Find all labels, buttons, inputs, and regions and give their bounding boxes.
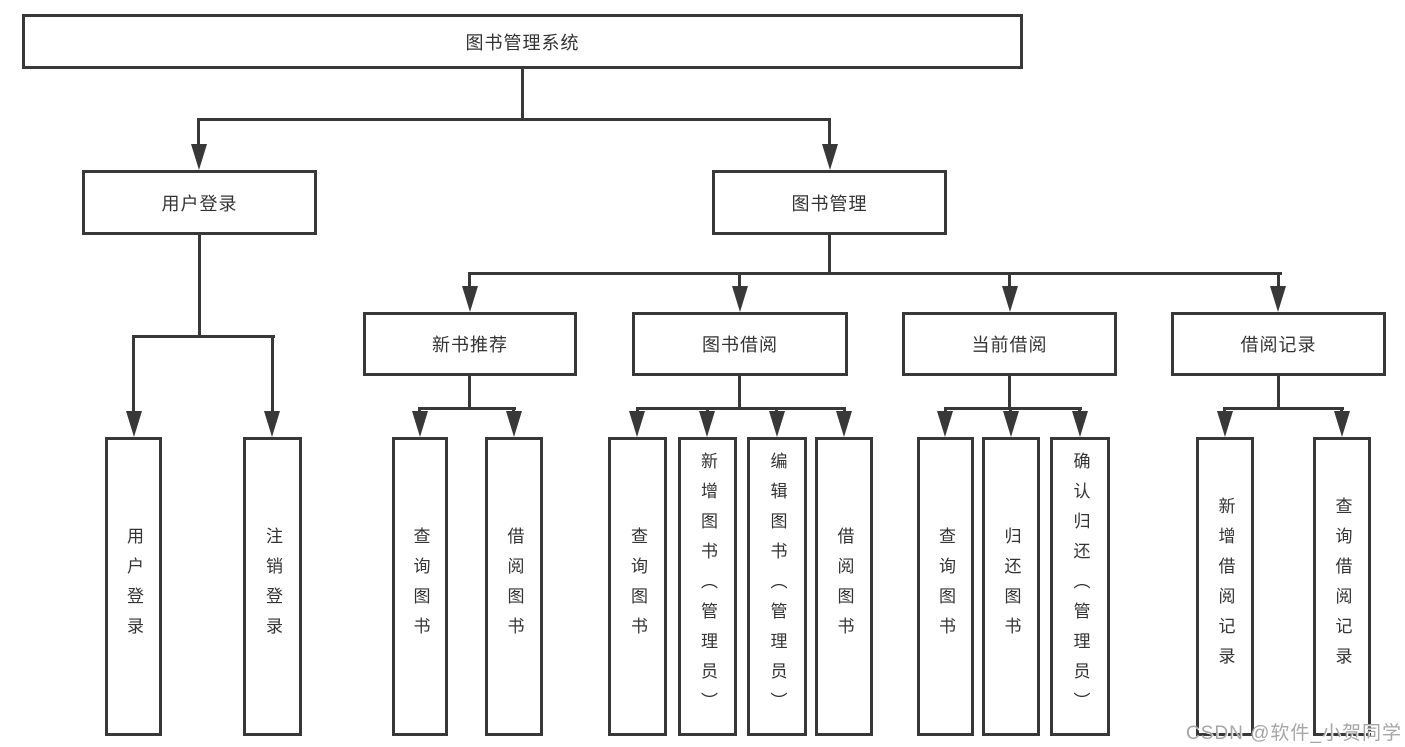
- arrowhead-user-login: [191, 144, 207, 170]
- connector-new-rec-group-horizontal: [418, 407, 516, 410]
- arrowhead-book-borrow: [732, 286, 748, 312]
- arrowhead-book-mgmt: [822, 144, 838, 170]
- node-new-book-recommend-label: 新书推荐: [432, 335, 508, 355]
- leaf-add-book-admin-label: 新增图书（管理员）: [698, 451, 717, 722]
- connector-leaf-query-record-stem: [1340, 407, 1343, 414]
- connector-leaf-query1-stem: [418, 407, 421, 414]
- arrowhead-leaf-return: [1003, 411, 1019, 437]
- leaf-user-login-label: 用户登录: [124, 526, 143, 647]
- arrowhead-leaf-query-record: [1334, 411, 1350, 437]
- connector-leaf-edit-book-stem: [775, 407, 778, 414]
- node-user-login-label: 用户登录: [161, 193, 238, 214]
- leaf-logout-label: 注销登录: [263, 526, 282, 647]
- leaf-return-book: 归还图书: [982, 437, 1040, 736]
- connector-level2-horizontal: [197, 118, 831, 121]
- connector-borrow-records-stem: [1277, 272, 1280, 288]
- watermark: CSDN @软件_小贺同学: [1186, 723, 1402, 744]
- node-book-borrow: 图书借阅: [632, 312, 848, 376]
- node-borrow-records: 借阅记录: [1171, 312, 1386, 376]
- node-new-book-recommend: 新书推荐: [363, 312, 577, 376]
- connector-user-login-group-horizontal: [132, 335, 275, 338]
- connector-current-borrow-stub: [1008, 376, 1011, 409]
- connector-leaf-borrow1-stem: [512, 407, 515, 414]
- leaf-query-books-3: 查询图书: [917, 437, 974, 736]
- leaf-borrow-books-2: 借阅图书: [815, 437, 873, 736]
- connector-book-borrow-stem: [738, 272, 741, 288]
- leaf-query-borrow-record-label: 查询借阅记录: [1332, 496, 1352, 677]
- arrowhead-leaf-add-book: [699, 411, 715, 437]
- leaf-add-book-admin: 新增图书（管理员）: [678, 437, 737, 736]
- connector-book-borrow-group-horizontal: [636, 407, 846, 410]
- connector-leaf-user-login-stem: [132, 335, 135, 413]
- leaf-user-login: 用户登录: [105, 437, 162, 736]
- arrowhead-leaf-user-login: [126, 411, 142, 437]
- leaf-query-books-1: 查询图书: [392, 437, 448, 736]
- connector-borrow-records-group-horizontal: [1223, 407, 1344, 410]
- node-book-management: 图书管理: [712, 170, 947, 235]
- arrowhead-leaf-query2: [629, 411, 645, 437]
- connector-current-borrow-group-horizontal: [944, 407, 1082, 410]
- connector-user-login-stem: [197, 118, 200, 146]
- leaf-query-books-2: 查询图书: [608, 437, 667, 736]
- connector-current-borrow-stem: [1008, 272, 1011, 288]
- arrowhead-leaf-confirm: [1072, 411, 1088, 437]
- connector-level3-horizontal: [468, 272, 1282, 275]
- arrowhead-leaf-borrow2: [836, 411, 852, 437]
- leaf-borrow-books-1: 借阅图书: [485, 437, 543, 736]
- connector-new-rec-stub: [468, 376, 471, 409]
- connector-book-borrow-stub: [738, 376, 741, 409]
- arrowhead-leaf-borrow1: [506, 411, 522, 437]
- leaf-edit-book-admin-label: 编辑图书（管理员）: [767, 451, 787, 722]
- connector-user-login-stub: [198, 235, 201, 337]
- connector-leaf-confirm-stem: [1078, 407, 1081, 414]
- leaf-confirm-return-admin-label: 确认归还（管理员）: [1070, 451, 1090, 722]
- leaf-logout: 注销登录: [243, 437, 302, 736]
- node-book-management-label: 图书管理: [791, 193, 868, 214]
- connector-leaf-query3-stem: [944, 407, 947, 414]
- connector-new-rec-stem: [468, 272, 471, 288]
- node-borrow-records-label: 借阅记录: [1240, 335, 1317, 355]
- leaf-confirm-return-admin: 确认归还（管理员）: [1050, 437, 1110, 736]
- arrowhead-leaf-add-record: [1217, 411, 1233, 437]
- arrowhead-borrow-records: [1270, 286, 1286, 312]
- node-current-borrow: 当前借阅: [902, 312, 1117, 376]
- arrowhead-leaf-logout: [264, 411, 280, 437]
- arrowhead-leaf-query3: [937, 411, 953, 437]
- leaf-query-books-2-label: 查询图书: [628, 526, 647, 647]
- node-current-borrow-label: 当前借阅: [971, 335, 1048, 355]
- connector-book-mgmt-stub: [828, 235, 831, 275]
- node-library-system: 图书管理系统: [22, 14, 1023, 69]
- connector-borrow-records-stub: [1277, 376, 1280, 409]
- node-book-borrow-label: 图书借阅: [702, 335, 778, 355]
- arrowhead-leaf-edit-book: [769, 411, 785, 437]
- connector-book-mgmt-stem: [828, 118, 831, 146]
- connector-root-stub: [521, 69, 524, 121]
- leaf-borrow-books-1-label: 借阅图书: [504, 526, 524, 647]
- leaf-edit-book-admin: 编辑图书（管理员）: [747, 437, 807, 736]
- connector-leaf-add-book-stem: [706, 407, 709, 414]
- connector-leaf-logout-stem: [271, 335, 274, 413]
- connector-leaf-return-stem: [1009, 407, 1012, 414]
- leaf-return-book-label: 归还图书: [1001, 526, 1021, 647]
- leaf-query-books-3-label: 查询图书: [936, 526, 955, 647]
- arrowhead-new-rec: [462, 286, 478, 312]
- leaf-borrow-books-2-label: 借阅图书: [834, 526, 854, 647]
- connector-leaf-borrow2-stem: [843, 407, 846, 414]
- arrowhead-leaf-query1: [412, 411, 428, 437]
- connector-leaf-add-record-stem: [1223, 407, 1226, 414]
- leaf-query-books-1-label: 查询图书: [410, 526, 430, 647]
- node-user-login: 用户登录: [82, 170, 317, 235]
- leaf-add-borrow-record-label: 新增借阅记录: [1215, 496, 1235, 677]
- leaf-query-borrow-record: 查询借阅记录: [1313, 437, 1371, 736]
- arrowhead-current-borrow: [1002, 286, 1018, 312]
- leaf-add-borrow-record: 新增借阅记录: [1196, 437, 1254, 736]
- node-library-system-label: 图书管理系统: [465, 32, 580, 53]
- connector-leaf-query2-stem: [636, 407, 639, 414]
